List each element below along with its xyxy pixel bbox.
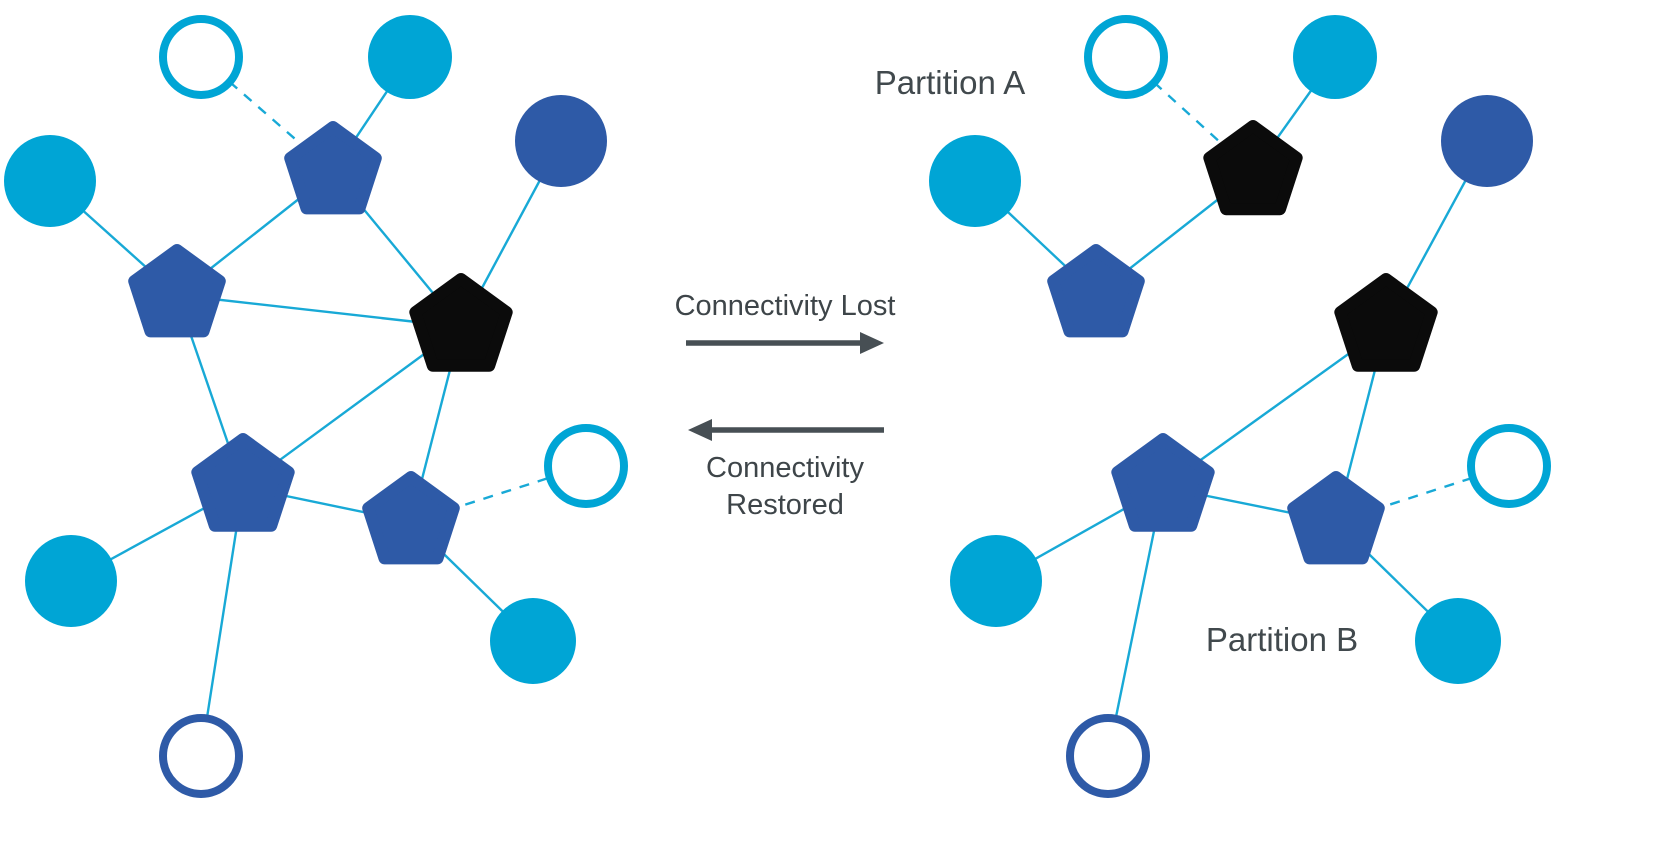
left-node-n4-circle-cyan — [4, 135, 96, 227]
right-node-n10-circle-outline-cyan — [1467, 424, 1551, 508]
left-node-n8-pentagon-navy — [191, 433, 295, 532]
left-node-n13-circle-outline-navy — [159, 714, 243, 798]
connectivity-lost-label: Connectivity Lost — [674, 290, 896, 322]
left-node-n1-circle-outline-cyan — [159, 15, 243, 99]
right-node-n9-pentagon-navy — [1287, 471, 1385, 565]
right-edge-n8-n13 — [1106, 486, 1165, 757]
left-node-n12-circle-cyan — [490, 598, 576, 684]
right-node-n1-circle-outline-cyan — [1084, 15, 1168, 99]
right-node-n13-circle-outline-navy — [1066, 714, 1150, 798]
connectivity-lost-arrow-head — [860, 332, 884, 354]
right-node-n6-pentagon-navy — [1047, 244, 1145, 338]
left-node-n2-circle-cyan — [368, 15, 452, 99]
left-edge-n8-n13 — [199, 486, 245, 757]
connectivity-restored-arrow-head — [688, 419, 712, 441]
left-node-n7-pentagon-black — [409, 273, 513, 372]
left-node-n10-circle-outline-cyan — [544, 424, 628, 508]
left-node-n11-circle-cyan — [25, 535, 117, 627]
partition-b-label: Partition B — [1205, 621, 1359, 658]
right-node-n12-circle-cyan — [1415, 598, 1501, 684]
left-node-n9-pentagon-navy — [362, 471, 460, 565]
partition-a-label: Partition A — [874, 64, 1026, 101]
left-node-n5-pentagon-navy — [284, 121, 382, 215]
left-node-n3-circle-navy — [515, 95, 607, 187]
connectivity-restored-label: Connectivity Restored — [706, 452, 864, 521]
left-node-n6-pentagon-navy — [128, 244, 226, 338]
right-node-n3-circle-navy — [1441, 95, 1533, 187]
right-node-n4-circle-cyan — [929, 135, 1021, 227]
right-node-n7-pentagon-black — [1334, 273, 1438, 372]
right-node-n8-pentagon-navy — [1111, 433, 1215, 532]
right-node-n5-pentagon-black — [1203, 120, 1303, 216]
right-node-n2-circle-cyan — [1293, 15, 1377, 99]
right-node-n11-circle-cyan — [950, 535, 1042, 627]
